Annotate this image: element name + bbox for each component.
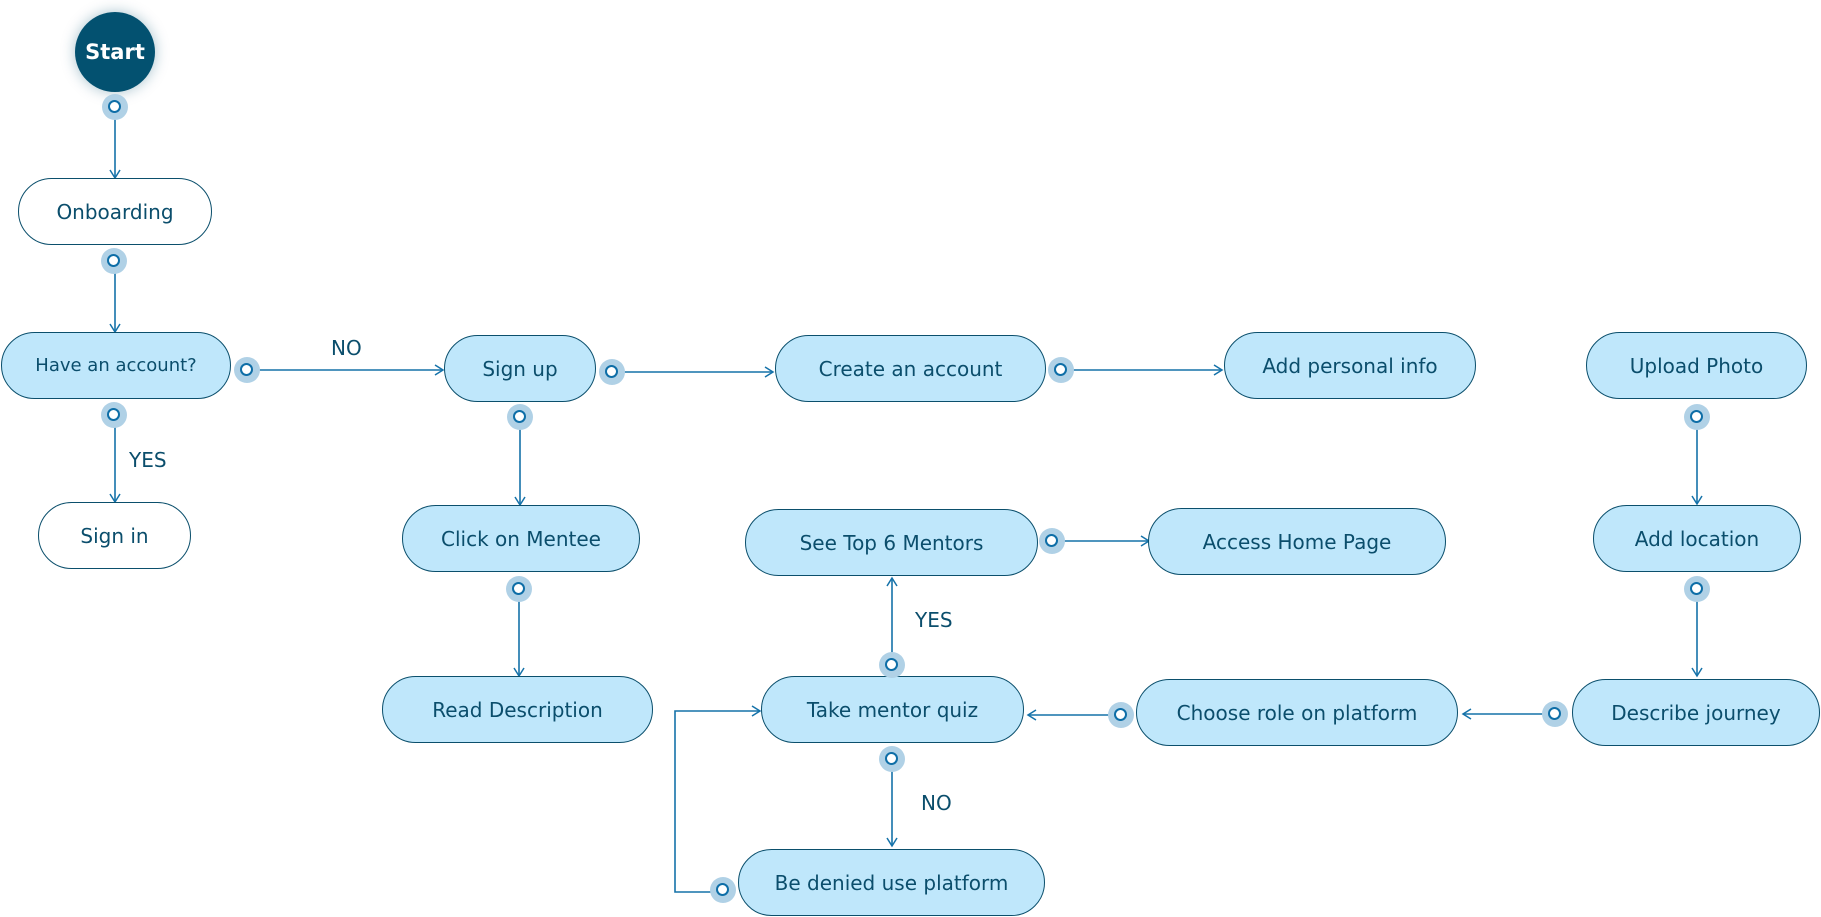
node-choose-role[interactable]: Choose role on platform: [1136, 679, 1458, 746]
node-sign-up[interactable]: Sign up: [444, 335, 596, 402]
connector-handle[interactable]: [710, 877, 736, 903]
node-read-description-label: Read Description: [432, 697, 603, 722]
node-upload-photo-label: Upload Photo: [1629, 353, 1764, 378]
node-access-home-label: Access Home Page: [1202, 529, 1392, 554]
connector-handle[interactable]: [507, 404, 533, 430]
edge-label-quiz-no: NO: [921, 791, 952, 815]
connector-handle[interactable]: [1039, 528, 1065, 554]
node-top-mentors-label: See Top 6 Mentors: [799, 530, 984, 555]
node-take-quiz[interactable]: Take mentor quiz: [761, 676, 1024, 743]
node-add-personal-info-label: Add personal info: [1262, 353, 1438, 378]
node-top-mentors[interactable]: See Top 6 Mentors: [745, 509, 1038, 576]
connector-handle[interactable]: [101, 248, 127, 274]
node-describe-journey-label: Describe journey: [1611, 700, 1781, 725]
node-access-home[interactable]: Access Home Page: [1148, 508, 1446, 575]
node-read-description[interactable]: Read Description: [382, 676, 653, 743]
node-start[interactable]: Start: [75, 12, 155, 92]
connector-handle[interactable]: [1542, 701, 1568, 727]
node-click-mentee-label: Click on Mentee: [441, 526, 601, 551]
node-have-account[interactable]: Have an account?: [1, 332, 231, 399]
connector-handle[interactable]: [234, 357, 260, 383]
node-sign-up-label: Sign up: [482, 356, 558, 381]
node-take-quiz-label: Take mentor quiz: [806, 697, 979, 722]
node-create-account-label: Create an account: [818, 356, 1003, 381]
edge-denied-loop-to-quiz: [674, 705, 762, 893]
connector-handle[interactable]: [599, 359, 625, 385]
connector-handle[interactable]: [506, 576, 532, 602]
edge-label-account-yes: YES: [129, 448, 167, 472]
node-upload-photo[interactable]: Upload Photo: [1586, 332, 1807, 399]
connector-handle[interactable]: [879, 746, 905, 772]
node-describe-journey[interactable]: Describe journey: [1572, 679, 1820, 746]
node-add-location-label: Add location: [1634, 526, 1760, 551]
connector-handle[interactable]: [1108, 702, 1134, 728]
connector-handle[interactable]: [1684, 404, 1710, 430]
connector-handle[interactable]: [1048, 357, 1074, 383]
edge-label-account-no: NO: [331, 336, 362, 360]
connector-handle[interactable]: [1684, 576, 1710, 602]
node-onboarding-label: Onboarding: [56, 199, 174, 224]
node-add-personal-info[interactable]: Add personal info: [1224, 332, 1476, 399]
node-add-location[interactable]: Add location: [1593, 505, 1801, 572]
node-start-label: Start: [85, 40, 145, 64]
node-have-account-label: Have an account?: [35, 355, 197, 376]
node-choose-role-label: Choose role on platform: [1176, 700, 1418, 725]
node-be-denied-label: Be denied use platform: [774, 870, 1009, 895]
node-sign-in[interactable]: Sign in: [38, 502, 191, 569]
node-sign-in-label: Sign in: [80, 523, 149, 548]
node-onboarding[interactable]: Onboarding: [18, 178, 212, 245]
node-create-account[interactable]: Create an account: [775, 335, 1046, 402]
connector-handle[interactable]: [101, 402, 127, 428]
connector-handle[interactable]: [879, 652, 905, 678]
node-be-denied[interactable]: Be denied use platform: [738, 849, 1045, 916]
connector-handle[interactable]: [102, 94, 128, 120]
edge-label-quiz-yes: YES: [915, 608, 953, 632]
node-click-mentee[interactable]: Click on Mentee: [402, 505, 640, 572]
